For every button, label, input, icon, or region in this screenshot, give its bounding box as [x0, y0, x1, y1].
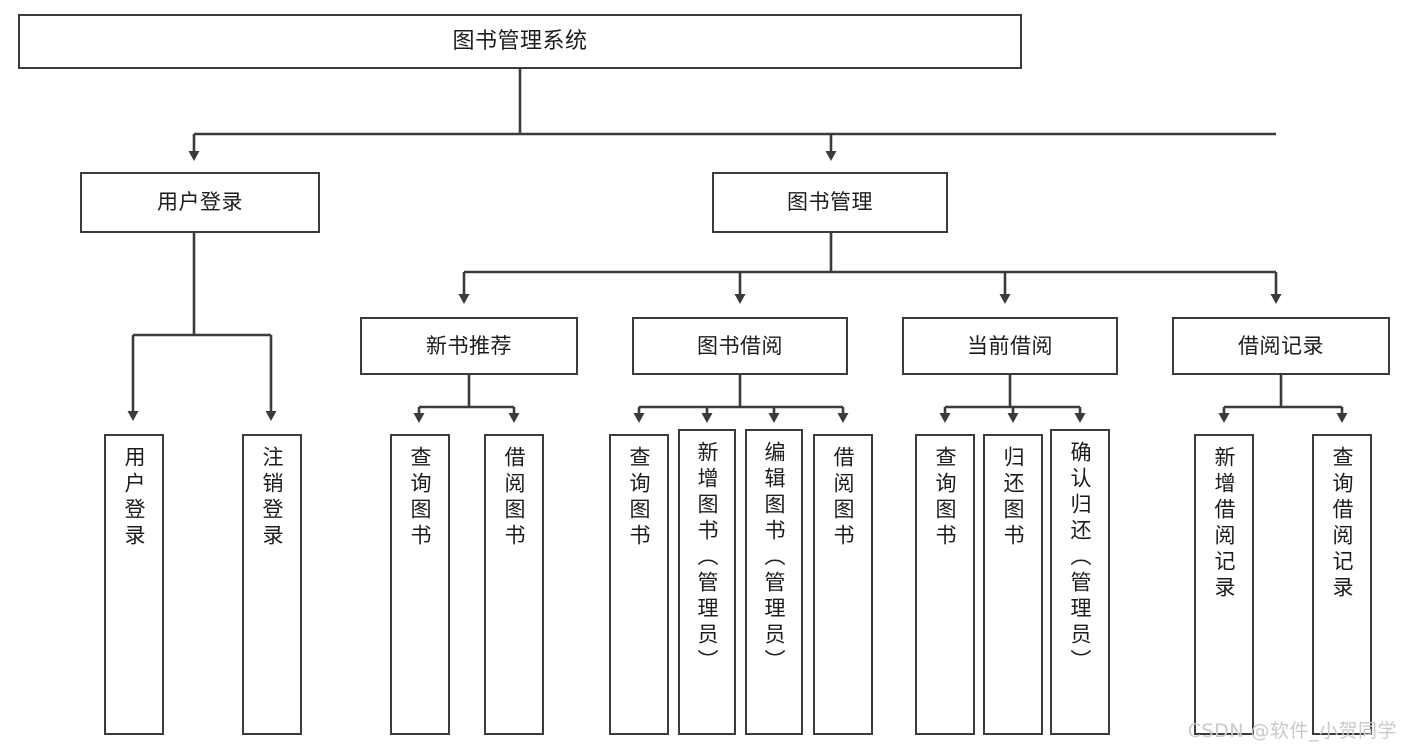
- leaf-query-book-3[interactable]: 查询图书: [915, 434, 975, 735]
- watermark: CSDN @软件_小贺同学: [1187, 720, 1397, 742]
- leaf-query-record-label: 查询借阅记录: [1330, 446, 1355, 602]
- leaf-borrow-book-1[interactable]: 借阅图书: [484, 434, 544, 735]
- leaf-add-record-label: 新增借阅记录: [1212, 446, 1237, 602]
- leaf-add-record[interactable]: 新增借阅记录: [1194, 434, 1254, 735]
- leaf-confirm-return[interactable]: 确认归还（管理员）: [1050, 429, 1110, 735]
- node-borrow-record[interactable]: 借阅记录: [1172, 317, 1390, 375]
- leaf-borrow-book-2-label: 借阅图书: [831, 446, 856, 550]
- leaf-logout-login-label: 注销登录: [260, 446, 285, 550]
- leaf-confirm-return-label: 确认归还（管理员）: [1068, 441, 1093, 675]
- node-book-manage[interactable]: 图书管理: [712, 172, 948, 233]
- leaf-logout-login[interactable]: 注销登录: [242, 434, 302, 735]
- leaf-borrow-book-1-label: 借阅图书: [502, 446, 527, 550]
- leaf-edit-book-label: 编辑图书（管理员）: [762, 441, 787, 675]
- leaf-query-book-1[interactable]: 查询图书: [390, 434, 450, 735]
- node-current-borrow[interactable]: 当前借阅: [902, 317, 1118, 375]
- leaf-user-login-label: 用户登录: [122, 446, 147, 550]
- leaf-add-book[interactable]: 新增图书（管理员）: [678, 429, 736, 735]
- leaf-edit-book[interactable]: 编辑图书（管理员）: [745, 429, 803, 735]
- node-book-borrow[interactable]: 图书借阅: [632, 317, 848, 375]
- node-new-book-recommend-label: 新书推荐: [426, 333, 512, 358]
- node-book-borrow-label: 图书借阅: [697, 333, 783, 358]
- leaf-return-book-label: 归还图书: [1001, 446, 1026, 550]
- node-book-manage-label: 图书管理: [787, 190, 873, 215]
- leaf-query-book-1-label: 查询图书: [408, 446, 433, 550]
- leaf-query-record[interactable]: 查询借阅记录: [1312, 434, 1372, 735]
- node-root[interactable]: 图书管理系统: [18, 14, 1022, 69]
- node-user-login-label: 用户登录: [157, 190, 243, 215]
- leaf-add-book-label: 新增图书（管理员）: [695, 441, 720, 675]
- leaf-borrow-book-2[interactable]: 借阅图书: [813, 434, 873, 735]
- node-borrow-record-label: 借阅记录: [1238, 333, 1324, 358]
- node-new-book-recommend[interactable]: 新书推荐: [360, 317, 578, 375]
- node-current-borrow-label: 当前借阅: [967, 333, 1053, 358]
- node-root-label: 图书管理系统: [452, 28, 588, 54]
- leaf-query-book-2-label: 查询图书: [627, 446, 652, 550]
- node-user-login[interactable]: 用户登录: [80, 172, 320, 233]
- leaf-query-book-3-label: 查询图书: [933, 446, 958, 550]
- leaf-return-book[interactable]: 归还图书: [983, 434, 1043, 735]
- leaf-query-book-2[interactable]: 查询图书: [609, 434, 669, 735]
- leaf-user-login[interactable]: 用户登录: [104, 434, 164, 735]
